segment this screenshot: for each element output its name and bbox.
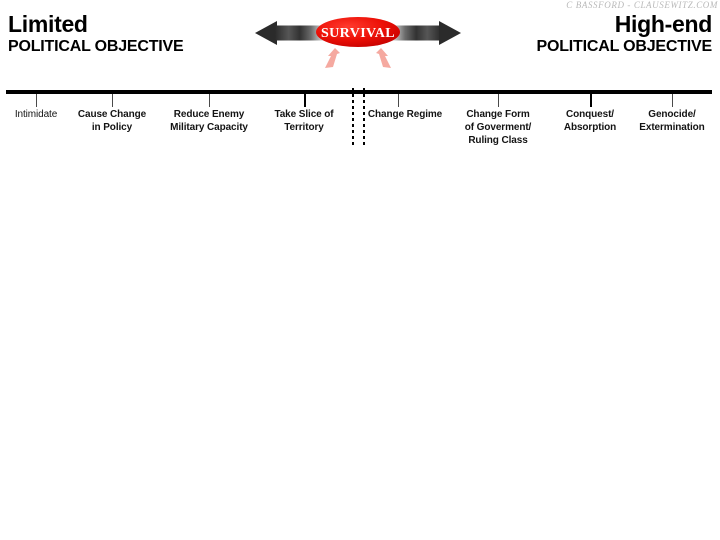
- axis-tick-6: [590, 94, 592, 107]
- left-arrowhead: [255, 21, 277, 45]
- axis-tick-7: [672, 94, 673, 107]
- survival-badge: [316, 17, 400, 47]
- survival-badge-label: SURVIVAL: [321, 26, 395, 41]
- axis-tick-5: [498, 94, 499, 107]
- axis-break-dashed-line-1: [363, 88, 365, 148]
- spectrum-label-7: Genocide/ Extermination: [639, 109, 705, 133]
- spectrum-label-2: Reduce Enemy Military Capacity: [170, 109, 248, 133]
- spectrum-label-1: Cause Change in Policy: [77, 109, 147, 133]
- axis-tick-3: [304, 94, 306, 107]
- right-heading-subtitle: POLITICAL OBJECTIVE: [536, 38, 713, 55]
- spectrum-label-5: Change Form of Goverment/ Ruling Class: [464, 109, 532, 146]
- survival-arrow-graphic: SURVIVAL: [253, 12, 463, 70]
- right-heading-block: High-end POLITICAL OBJECTIVE: [536, 11, 713, 56]
- spectrum-label-6: Conquest/ Absorption: [563, 109, 617, 133]
- left-heading-title: Limited: [8, 11, 88, 37]
- axis-tick-0: [36, 94, 37, 107]
- left-heading-block: Limited POLITICAL OBJECTIVE: [8, 11, 184, 56]
- axis-tick-1: [112, 94, 113, 107]
- spectrum-label-0: Intimidate: [14, 109, 58, 120]
- spectrum-axis-line: [6, 90, 712, 94]
- attribution-watermark: C BASSFORD - CLAUSEWITZ.COM: [566, 0, 718, 10]
- right-arrowhead: [439, 21, 461, 45]
- axis-break-dashed-line-0: [352, 88, 354, 148]
- axis-tick-4: [398, 94, 399, 107]
- right-heading-title: High-end: [614, 11, 713, 37]
- left-pink-pointer: [325, 48, 340, 68]
- left-heading-subtitle: POLITICAL OBJECTIVE: [8, 38, 184, 55]
- right-pink-pointer: [376, 48, 391, 68]
- spectrum-label-3: Take Slice of Territory: [274, 109, 334, 133]
- spectrum-label-4: Change Regime: [367, 109, 443, 120]
- axis-tick-2: [209, 94, 210, 107]
